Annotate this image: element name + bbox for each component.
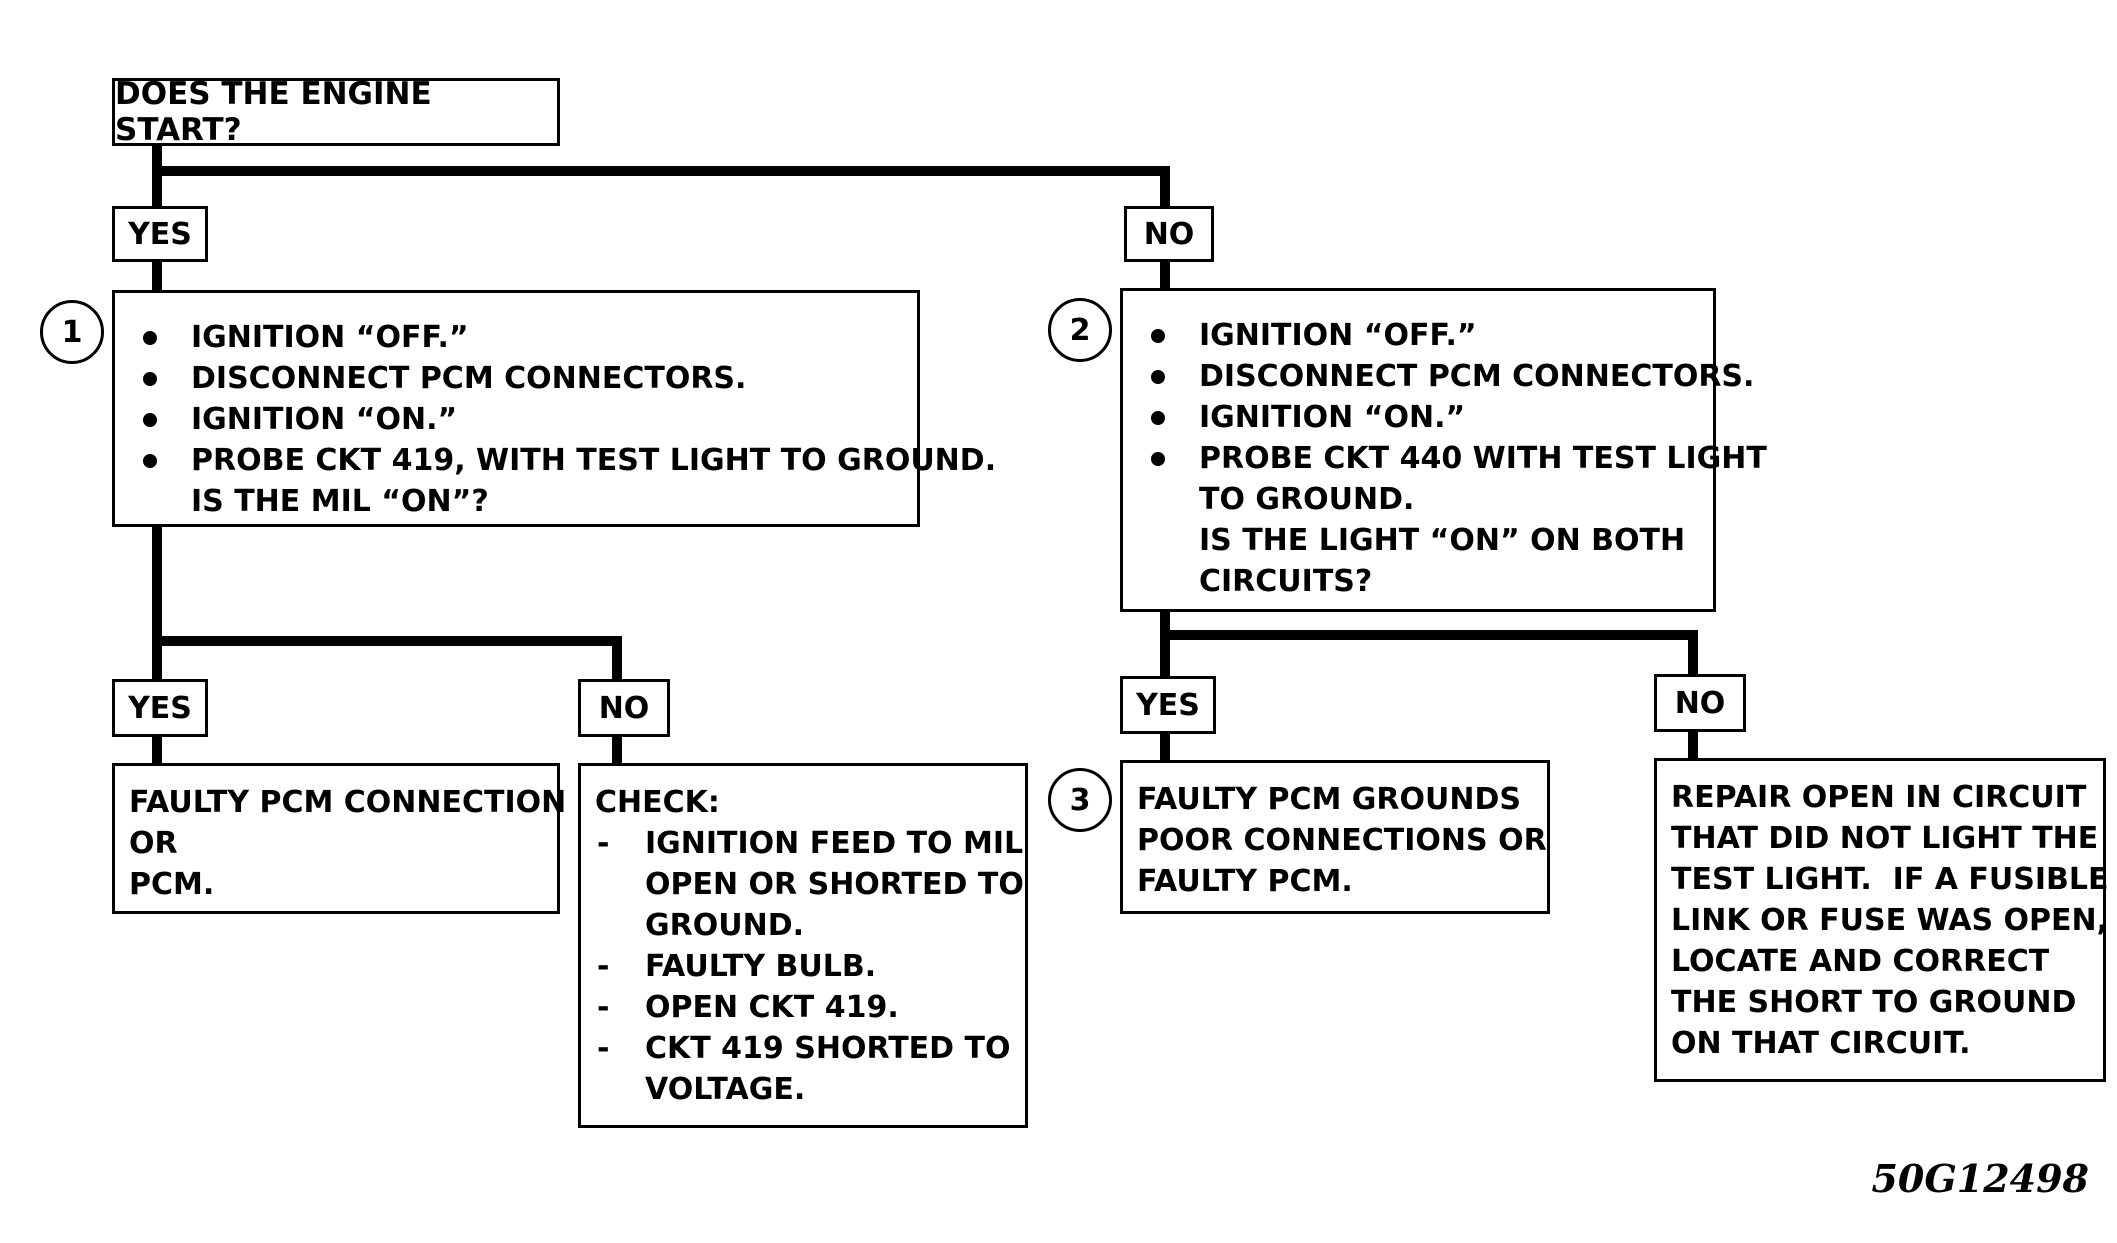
- connector-no-outcome1: [612, 735, 622, 765]
- connector-step2-horizontal: [1160, 630, 1698, 640]
- figure-id: 50G12498: [1871, 1156, 2089, 1201]
- step-number-text: 1: [61, 314, 83, 350]
- no-label-step-1: NO: [578, 679, 670, 737]
- outcome-line: POOR CONNECTIONS OR: [1137, 823, 1547, 858]
- yes-label-step-2: YES: [1120, 676, 1216, 734]
- connector-yes1-step1: [152, 260, 162, 290]
- step-2-box: IGNITION “OFF.” DISCONNECT PCM CONNECTOR…: [1120, 288, 1767, 612]
- outcome-line: THE SHORT TO GROUND: [1671, 985, 2077, 1020]
- outcome-line: TEST LIGHT. IF A FUSIBLE: [1671, 862, 2109, 897]
- step-1-box: IGNITION “OFF.” DISCONNECT PCM CONNECTOR…: [112, 290, 996, 527]
- step-number-text: 3: [1069, 782, 1091, 818]
- outcome-line: REPAIR OPEN IN CIRCUIT: [1671, 780, 2087, 815]
- check-item-line: OPEN OR SHORTED TO: [645, 867, 1024, 902]
- no-label-step-2: NO: [1654, 674, 1746, 732]
- step-number-badge: 2: [1048, 298, 1112, 362]
- step-1-bullet-list: IGNITION “OFF.” DISCONNECT PCM CONNECTOR…: [129, 317, 996, 481]
- step-2-bullet: PROBE CKT 440 WITH TEST LIGHT: [1137, 438, 1767, 479]
- step-number-text: 2: [1069, 312, 1091, 348]
- outcome-line: LINK OR FUSE WAS OPEN,: [1671, 903, 2109, 938]
- outcome-faulty-pcm-connection: FAULTY PCM CONNECTION OR PCM.: [112, 763, 567, 914]
- yes-label-engine: YES: [112, 206, 208, 262]
- connector-no1-step2: [1160, 258, 1170, 288]
- no-label-text: NO: [1143, 216, 1195, 252]
- step-number-badge: 1: [40, 300, 104, 364]
- outcome-line: FAULTY PCM.: [1137, 864, 1353, 899]
- step-1-bullet: PROBE CKT 419, WITH TEST LIGHT TO GROUND…: [129, 440, 996, 481]
- check-item: OPEN CKT 419.: [595, 987, 1025, 1028]
- start-question-box: DOES THE ENGINE START?: [112, 76, 560, 148]
- check-item-line: OPEN CKT 419.: [645, 990, 899, 1025]
- outcome-line: PCM.: [129, 867, 215, 902]
- yes-label-step-1: YES: [112, 679, 208, 737]
- step-2-question: CIRCUITS?: [1199, 564, 1373, 599]
- no-label-text: NO: [1674, 685, 1726, 721]
- yes-label-text: YES: [128, 216, 192, 252]
- step-2-bullet-list: IGNITION “OFF.” DISCONNECT PCM CONNECTOR…: [1137, 315, 1767, 479]
- check-item: CKT 419 SHORTED TO VOLTAGE.: [595, 1028, 1025, 1110]
- outcome-faulty-pcm-grounds: FAULTY PCM GROUNDS POOR CONNECTIONS OR F…: [1120, 760, 1550, 914]
- no-label-engine: NO: [1124, 206, 1214, 262]
- step-1-bullet: DISCONNECT PCM CONNECTORS.: [129, 358, 917, 399]
- step-1-bullet: IGNITION “OFF.”: [129, 317, 917, 358]
- connector-no-down: [1160, 166, 1170, 206]
- start-question-text: DOES THE ENGINE START?: [115, 76, 432, 148]
- yes-label-text: YES: [1136, 687, 1200, 723]
- connector-step1-down: [152, 525, 162, 681]
- connector-step1-no-down: [612, 636, 622, 681]
- step-2-bullet: IGNITION “ON.”: [1137, 397, 1713, 438]
- outcome-repair-open-circuit: REPAIR OPEN IN CIRCUIT THAT DID NOT LIGH…: [1654, 758, 2109, 1082]
- connector-no-outcome2: [1688, 730, 1698, 760]
- connector-yes-outcome2: [1160, 732, 1170, 762]
- connector-top-horizontal: [152, 166, 1170, 176]
- check-item-line: IGNITION FEED TO MIL: [645, 826, 1024, 861]
- outcome-check-list: CHECK: IGNITION FEED TO MIL OPEN OR SHOR…: [578, 763, 1028, 1128]
- yes-label-text: YES: [128, 690, 192, 726]
- check-item: FAULTY BULB.: [595, 946, 1025, 987]
- step-1-bullet: IGNITION “ON.”: [129, 399, 917, 440]
- outcome-line: FAULTY PCM GROUNDS: [1137, 782, 1521, 817]
- outcome-line: LOCATE AND CORRECT: [1671, 944, 2050, 979]
- outcome-line: FAULTY PCM CONNECTION: [129, 785, 567, 820]
- connector-step1-horizontal: [152, 636, 622, 646]
- step-number-badge: 3: [1048, 768, 1112, 832]
- connector-step2-down: [1160, 610, 1170, 678]
- check-item-line: VOLTAGE.: [645, 1072, 806, 1107]
- no-label-text: NO: [598, 690, 650, 726]
- check-item-line: FAULTY BULB.: [645, 949, 877, 984]
- check-item: IGNITION FEED TO MIL OPEN OR SHORTED TO …: [595, 823, 1025, 946]
- outcome-line: ON THAT CIRCUIT.: [1671, 1026, 1971, 1061]
- outcome-line: OR: [129, 826, 178, 861]
- step-1-question: IS THE MIL “ON”?: [191, 484, 489, 519]
- check-item-line: CKT 419 SHORTED TO: [645, 1031, 1011, 1066]
- check-item-list: IGNITION FEED TO MIL OPEN OR SHORTED TO …: [595, 823, 1025, 1110]
- step-2-question: IS THE LIGHT “ON” ON BOTH: [1199, 523, 1686, 558]
- outcome-line: THAT DID NOT LIGHT THE: [1671, 821, 2099, 856]
- step-2-continuation: TO GROUND.: [1199, 482, 1415, 517]
- connector-step2-no-down: [1688, 630, 1698, 676]
- step-2-bullet: IGNITION “OFF.”: [1137, 315, 1713, 356]
- connector-yes-outcome1: [152, 735, 162, 765]
- check-item-line: GROUND.: [645, 908, 804, 943]
- step-2-bullet: DISCONNECT PCM CONNECTORS.: [1137, 356, 1754, 397]
- check-heading: CHECK:: [595, 785, 720, 820]
